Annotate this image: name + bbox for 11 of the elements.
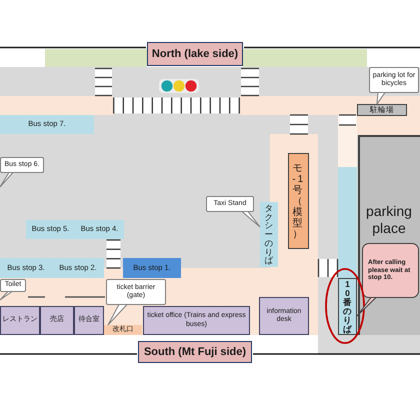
area-label: parking place — [366, 203, 412, 237]
callout-tail — [356, 297, 378, 316]
shop-box — [243, 49, 300, 67]
callout-tail — [108, 304, 128, 326]
callout-tail — [0, 291, 14, 300]
stop-box: 10番のりば — [338, 278, 357, 335]
shop-box — [45, 49, 147, 67]
callout-tail — [0, 172, 14, 188]
direction-box: South (Mt Fuji side) — [138, 341, 252, 363]
direction-box: North (lake side) — [147, 42, 243, 66]
shop-box — [300, 49, 367, 67]
